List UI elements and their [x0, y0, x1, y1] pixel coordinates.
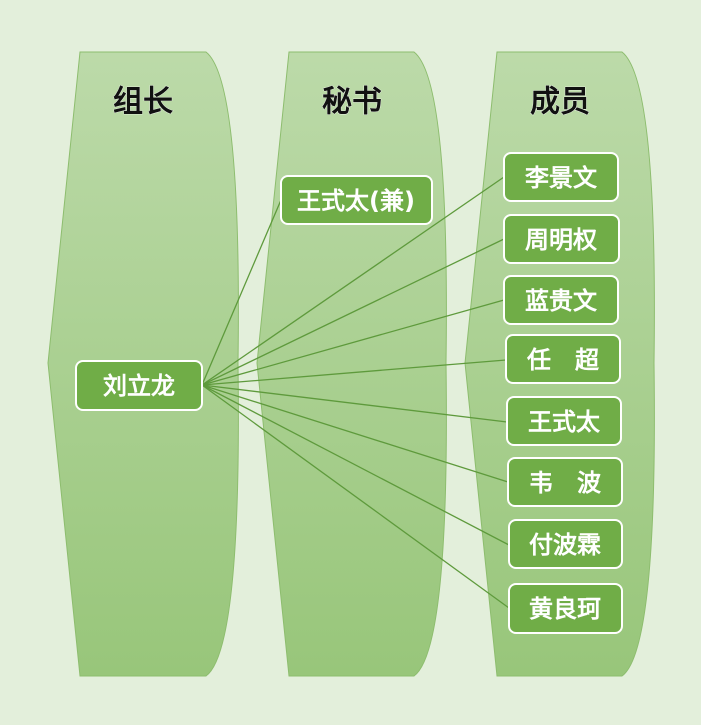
member-node-6: 韦 波: [507, 457, 623, 507]
member-name: 任 超: [526, 346, 600, 374]
secretary-column-panel: [256, 51, 447, 677]
secretary-name: 王式太(兼): [297, 187, 415, 215]
member-node-8: 黄良珂: [508, 583, 623, 634]
member-node-4: 任 超: [505, 334, 621, 384]
member-name: 王式太: [528, 408, 601, 436]
member-name: 蓝贵文: [525, 287, 598, 315]
member-name: 黄良珂: [529, 595, 601, 623]
members-column-header: 成员: [530, 85, 590, 120]
connector-member-4: [201, 359, 507, 386]
connector-secretary: [201, 199, 282, 386]
secretary-column-header: 秘书: [322, 85, 382, 120]
connector-member-2: [201, 238, 505, 386]
connector-lines: [201, 176, 510, 609]
member-node-5: 王式太: [506, 396, 622, 446]
connector-member-1: [201, 176, 505, 386]
connector-member-5: [201, 384, 508, 423]
connector-member-3: [201, 299, 505, 386]
member-node-1: 李景文: [503, 152, 619, 202]
connector-member-8: [201, 384, 510, 609]
connector-member-7: [201, 384, 510, 546]
member-name: 韦 波: [529, 469, 602, 497]
member-name: 付波霖: [529, 531, 601, 559]
connector-member-6: [201, 384, 509, 483]
leader-name: 刘立龙: [103, 372, 175, 400]
member-name: 李景文: [525, 164, 598, 192]
leader-column-header: 组长: [113, 85, 173, 120]
member-name: 周明权: [525, 226, 597, 254]
member-node-7: 付波霖: [508, 519, 623, 569]
member-node-3: 蓝贵文: [503, 275, 619, 325]
leader-node: 刘立龙: [75, 360, 203, 411]
secretary-node: 王式太(兼): [280, 175, 433, 225]
member-node-2: 周明权: [503, 214, 620, 264]
